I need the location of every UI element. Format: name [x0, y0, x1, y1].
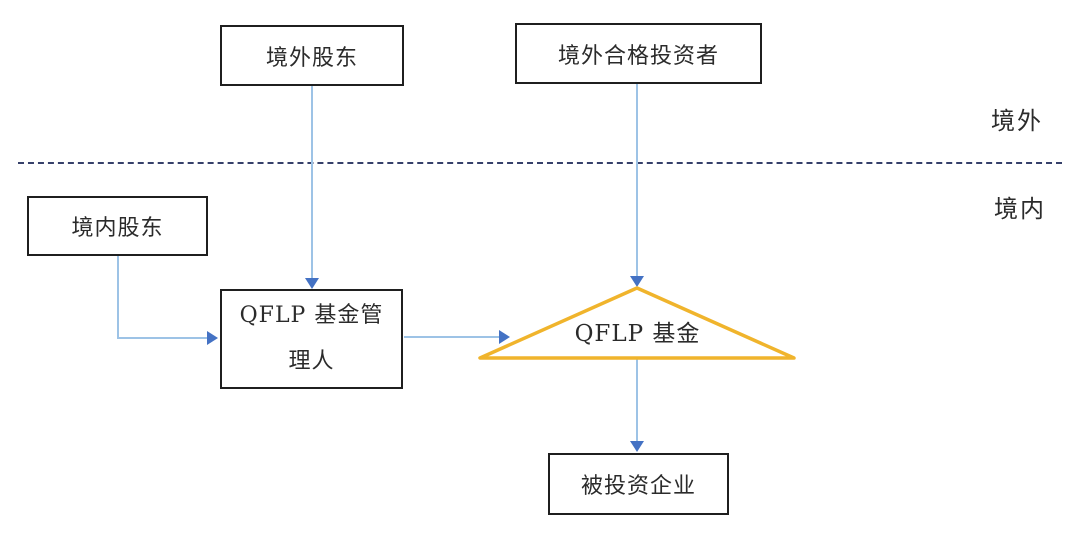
connector-overseas-shareholder-to-manager — [311, 86, 313, 279]
arrowhead-down-to-fund — [630, 276, 644, 287]
arrowhead-down-to-manager — [305, 278, 319, 289]
connector-investor-to-fund — [636, 84, 638, 276]
connector-fund-to-investee — [636, 359, 638, 442]
qflp-fund-triangle — [478, 286, 796, 360]
node-investee-company: 被投资企业 — [548, 453, 729, 515]
arrowhead-down-to-investee — [630, 441, 644, 452]
connector-domestic-shareholder-elbow-vertical — [117, 256, 119, 339]
arrowhead-right-to-fund — [499, 330, 510, 344]
node-overseas-shareholder: 境外股东 — [220, 25, 404, 86]
qflp-manager-label-line2: 理人 — [288, 349, 335, 374]
node-domestic-shareholder: 境内股东 — [27, 196, 208, 256]
node-qflp-fund-manager: QFLP 基金管 理人 — [220, 289, 403, 389]
qflp-manager-label-line1: QFLP 基金管 — [239, 303, 384, 328]
region-label-overseas: 境外 — [991, 107, 1043, 135]
node-qflp-fund-label: QFLP 基金 — [574, 321, 701, 347]
connector-domestic-shareholder-elbow-horizontal — [117, 337, 209, 339]
connector-manager-to-fund — [404, 336, 500, 338]
overseas-domestic-boundary-dashed-line — [18, 162, 1062, 164]
arrowhead-right-to-manager — [207, 331, 218, 345]
node-overseas-qualified-investor: 境外合格投资者 — [515, 23, 762, 84]
region-label-domestic: 境内 — [994, 195, 1046, 223]
